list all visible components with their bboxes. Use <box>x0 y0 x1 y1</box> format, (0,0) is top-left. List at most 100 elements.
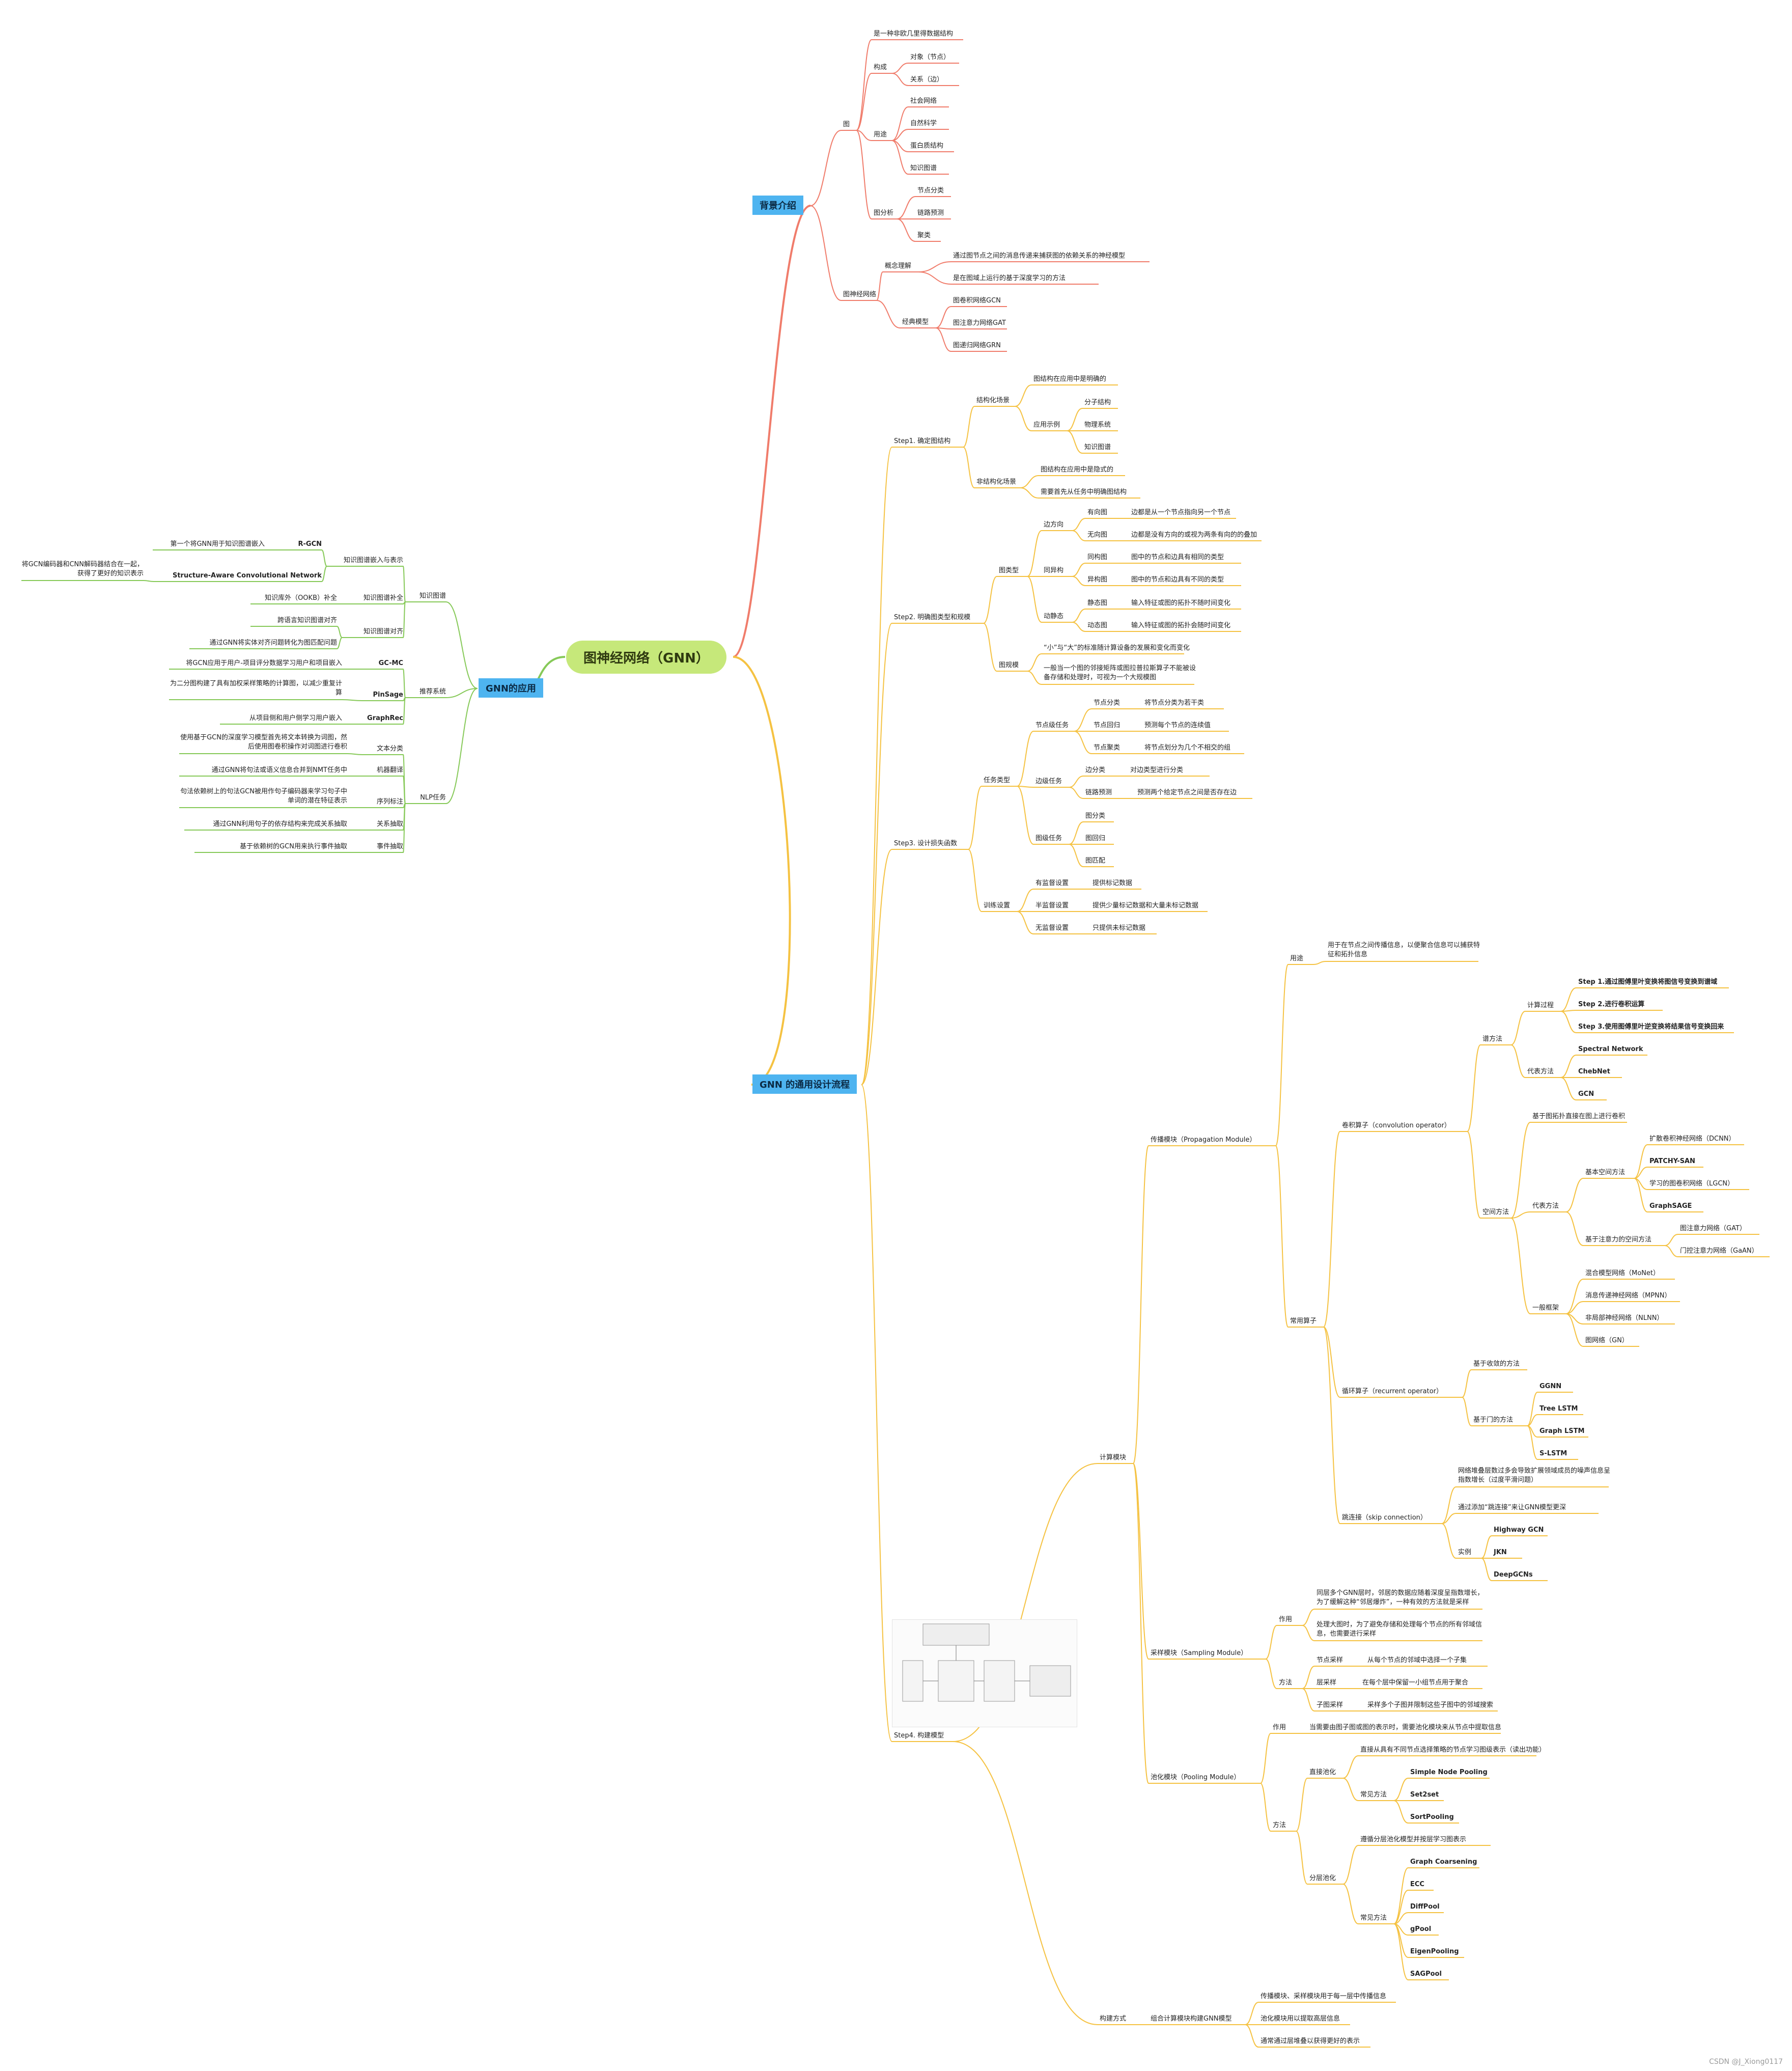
node-s2d1t: 边都是从一个节点指向另一个节点 <box>1131 509 1231 516</box>
node-g4: 图网络（GN） <box>1585 1337 1629 1344</box>
connector-line <box>1565 1279 1584 1314</box>
node-use_t: 用于在节点之间传播信息，以便聚合信息可以捕获特征和拓扑信息 <box>1328 942 1480 958</box>
node-sm1: 节点采样 <box>1317 1656 1343 1664</box>
connector-line <box>1441 1523 1457 1559</box>
connector-line <box>1481 1558 1492 1581</box>
node-c2b: 图注意力网络GAT <box>953 319 1006 327</box>
node-bs3: 学习的图卷积网络（LGCN） <box>1649 1180 1734 1188</box>
connector-line <box>1560 987 1577 1012</box>
node-build: 构建方式 <box>1100 2015 1127 2023</box>
connector-line <box>1634 1144 1648 1179</box>
node-rc1: 基于收敛的方法 <box>1473 1360 1520 1368</box>
connector-line <box>876 300 901 328</box>
node-att: 基于注意力的空间方法 <box>1585 1236 1652 1244</box>
connector-line <box>403 669 406 698</box>
connector-line <box>403 601 406 638</box>
node-kg: 知识图谱 <box>419 592 446 600</box>
node-rs1_m: GC-MC <box>378 659 403 667</box>
node-hp4: gPool <box>1410 1925 1432 1933</box>
node-b1: 是一种非欧几里得数据结构 <box>874 30 954 38</box>
connector-line <box>1069 821 1084 845</box>
connector-line <box>403 776 406 804</box>
node-s2sc2: 一般当一个图的邻接矩阵或图拉普拉斯算子不能被设备存储和处理时，可视为一个大规模图 <box>1044 665 1196 681</box>
connector-line <box>1481 1535 1492 1559</box>
node-s1b: 非结构化场景 <box>976 478 1017 486</box>
node-graph: 图 <box>843 121 850 128</box>
node-n3_m: 序列标注 <box>376 798 403 806</box>
node-hp6: SAGPool <box>1410 1970 1442 1978</box>
connector-line <box>445 688 478 698</box>
node-s1b2: 需要首先从任务中明确图结构 <box>1041 488 1127 496</box>
node-kg1: 知识图谱嵌入与表示 <box>343 557 403 564</box>
node-c2a: 图卷积网络GCN <box>953 297 1001 305</box>
node-sm2t: 在每个层中保留一小组节点用于聚合 <box>1362 1679 1469 1687</box>
connector-line <box>891 106 909 141</box>
connector-line <box>1441 1513 1457 1524</box>
node-s2s: 动静态 <box>1044 613 1064 620</box>
node-s2sc1: “小”与“大”的标准随计算设备的发展和变化而变化 <box>1044 644 1190 652</box>
connector-line <box>1265 1659 1277 1689</box>
node-s3task: 任务类型 <box>984 777 1011 784</box>
node-b3: 用途 <box>874 131 887 139</box>
connector-line <box>1027 530 1042 577</box>
connector-line <box>861 623 892 1085</box>
connector-line <box>1017 786 1034 788</box>
connector-line <box>321 549 327 567</box>
node-gen: 一般框架 <box>1532 1304 1559 1312</box>
connector-line <box>935 306 951 328</box>
connector-line <box>1510 1218 1531 1314</box>
node-s1a2c: 知识图谱 <box>1084 444 1111 451</box>
node-s3t1t: 提供标记数据 <box>1093 879 1133 887</box>
node-rc2: 基于门的方法 <box>1473 1416 1514 1424</box>
node-r1: Spectral Network <box>1578 1045 1643 1053</box>
node-s4: Step4. 构建模型 <box>894 1732 944 1739</box>
node-nlp: NLP任务 <box>420 794 446 802</box>
node-n1_m: 文本分类 <box>376 745 403 753</box>
connector-line <box>1260 1733 1271 1784</box>
node-s2h2: 异构图 <box>1087 576 1108 584</box>
connector-line <box>1302 1625 1315 1641</box>
node-rs3: 从项目侧和用户侧学习用户嵌入 <box>249 714 342 722</box>
node-s3n2: 节点回归 <box>1094 722 1121 729</box>
connector-line <box>983 576 997 624</box>
node-prop: 传播模块（Propagation Module） <box>1151 1136 1256 1144</box>
node-s2h: 同异构 <box>1044 567 1064 574</box>
node-ex: 实例 <box>1458 1549 1472 1556</box>
connector-line <box>861 447 892 1085</box>
connector-line <box>1527 1425 1538 1460</box>
connector-line <box>1074 708 1092 732</box>
node-at2: 门控注意力网络（GaAN） <box>1680 1247 1758 1255</box>
connector-line <box>953 1741 1098 2025</box>
node-pl_m: 方法 <box>1273 1821 1286 1829</box>
node-b2b: 关系（边） <box>910 76 944 84</box>
node-s2: Step2. 明确图类型和规模 <box>894 614 971 621</box>
connector-line <box>1323 1327 1340 1398</box>
connector-line <box>1069 776 1084 788</box>
node-spat: 空间方法 <box>1482 1208 1509 1216</box>
connector-line <box>1510 1122 1531 1219</box>
node-s3n3: 节点聚类 <box>1094 744 1121 752</box>
node-rep: 代表方法 <box>1527 1068 1554 1075</box>
node-n4_m: 关系抽取 <box>376 820 403 828</box>
connector-line <box>1072 563 1086 577</box>
node-build_t: 组合计算模块构建GNN模型 <box>1151 2015 1232 2023</box>
node-s3e1t: 对边类型进行分类 <box>1130 766 1184 774</box>
node-n3: 句法依赖树上的句法GCN被用作句子编码器来学习句子中单词的潜在特征表示 <box>180 788 347 805</box>
connector-line <box>1510 1044 1526 1078</box>
node-ex1: Highway GCN <box>1494 1526 1544 1534</box>
connector-line <box>1020 475 1039 488</box>
connector-line <box>1260 1783 1271 1832</box>
connector-line <box>1565 1301 1584 1314</box>
node-b3b: 自然科学 <box>910 120 937 127</box>
connector-line <box>1467 1131 1481 1219</box>
node-rg2: Tree LSTM <box>1539 1405 1578 1413</box>
node-g3: 非局部神经网络（NLNN） <box>1585 1314 1664 1322</box>
node-c1: 概念理解 <box>885 262 912 270</box>
node-s2s1: 静态图 <box>1087 599 1108 607</box>
node-hp5: EigenPooling <box>1410 1948 1459 1955</box>
node-s3tr: 训练设置 <box>984 902 1011 909</box>
node-s3t3t: 只提供未标记数据 <box>1093 924 1146 932</box>
connector-line <box>445 688 478 804</box>
connector-line <box>1072 576 1086 586</box>
